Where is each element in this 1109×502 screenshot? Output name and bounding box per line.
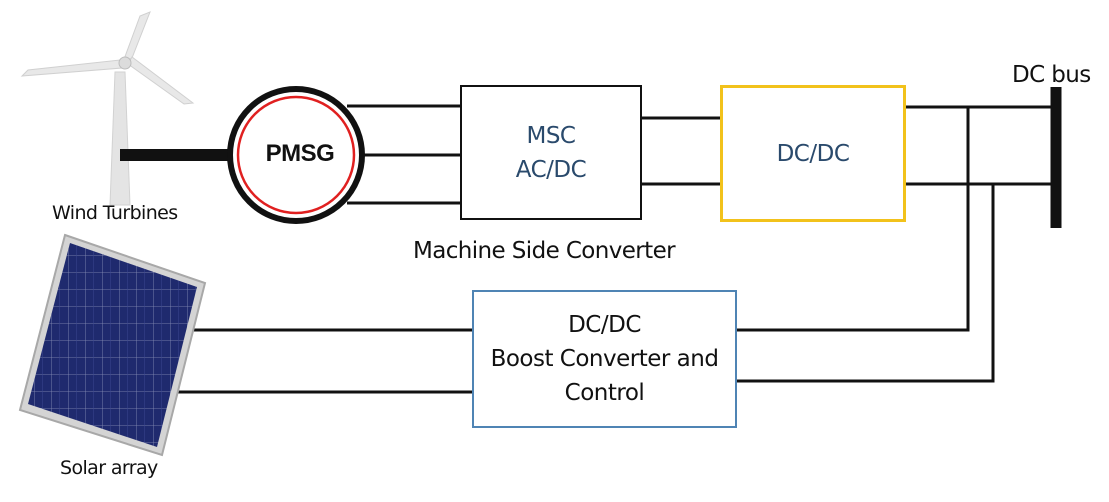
boost-box-line2: Boost Converter and <box>490 346 719 372</box>
dc-dc-box-label: DC/DC <box>776 140 850 167</box>
machine-side-converter-caption: Machine Side Converter <box>413 238 676 264</box>
pmsg-label: PMSG <box>265 140 335 167</box>
generator-to-msc-lines <box>347 104 460 205</box>
dcdc-to-bus-lines <box>906 105 1056 186</box>
boost-box-line1: DC/DC <box>568 312 641 338</box>
msc-box-line2: AC/DC <box>515 156 587 183</box>
solar-panel-icon <box>18 233 207 457</box>
boost-to-bus-lines <box>737 107 995 383</box>
msc-converter-box: MSC AC/DC <box>460 85 642 220</box>
solar-to-boost-lines <box>160 328 472 394</box>
solar-array-label: Solar array <box>60 457 158 479</box>
wind-turbine-icon <box>20 11 195 206</box>
pmsg-generator-icon <box>227 86 365 224</box>
msc-box-line1: MSC <box>526 122 576 149</box>
dc-bus-label: DC bus <box>1012 62 1091 88</box>
boost-box-line3: Control <box>564 380 645 406</box>
wind-turbine-label: Wind Turbines <box>52 202 178 224</box>
msc-to-dcdc-lines <box>642 116 720 186</box>
boost-converter-box: DC/DC Boost Converter and Control <box>472 290 737 428</box>
dc-dc-converter-box: DC/DC <box>720 85 906 222</box>
